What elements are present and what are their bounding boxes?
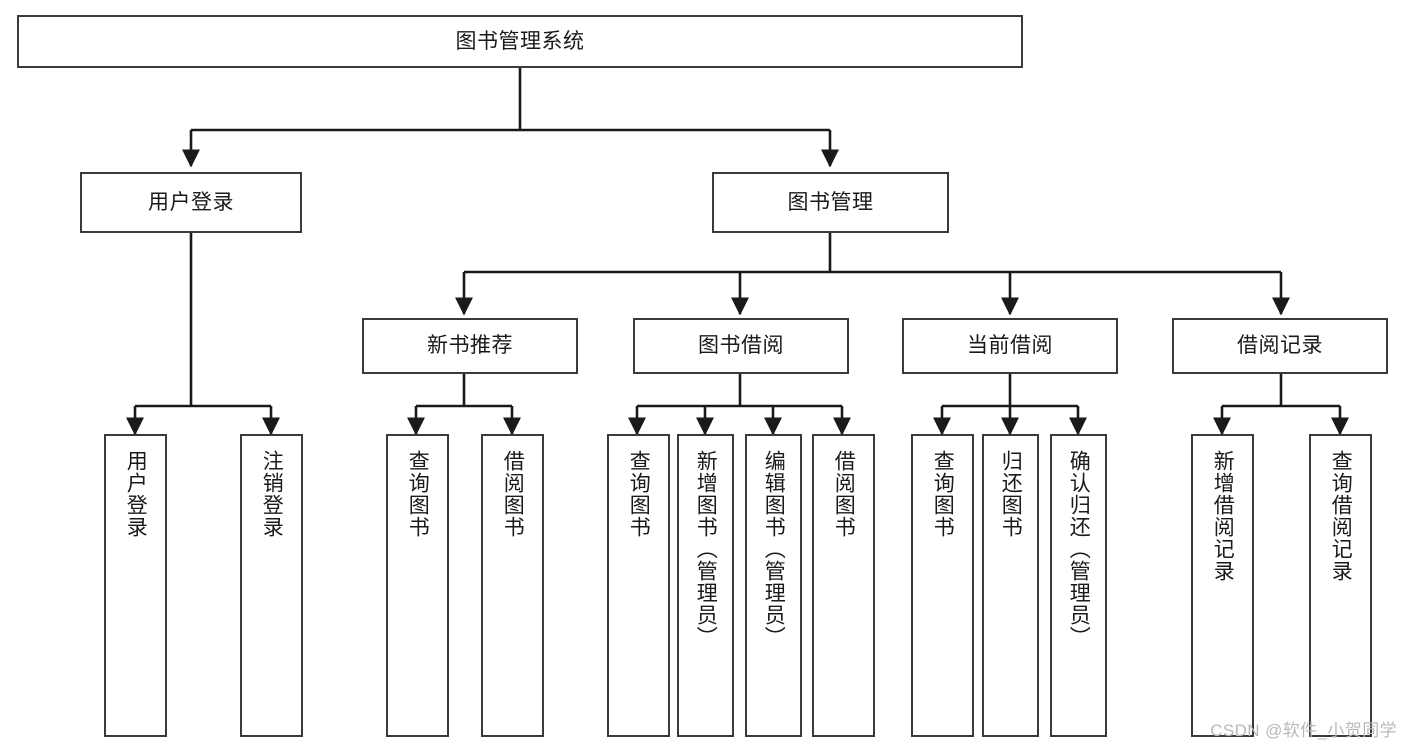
node-user-login-label: 用户登录 xyxy=(148,190,234,214)
node-leaf-edit-book[interactable]: 编辑图书（管理员） xyxy=(745,434,802,737)
node-root[interactable]: 图书管理系统 xyxy=(17,15,1023,68)
node-book-management[interactable]: 图书管理 xyxy=(712,172,949,233)
node-leaf-query-book-a[interactable]: 查询图书 xyxy=(386,434,449,737)
node-book-management-label: 图书管理 xyxy=(787,190,874,214)
node-leaf-add-record[interactable]: 新增借阅记录 xyxy=(1191,434,1254,737)
csdn-watermark: CSDN @软件_小贺同学 xyxy=(1210,721,1397,740)
node-leaf-add-record-label: 新增借阅记录 xyxy=(1211,450,1235,582)
node-leaf-borrow-book-a[interactable]: 借阅图书 xyxy=(481,434,544,737)
node-leaf-return-book-label: 归还图书 xyxy=(999,450,1023,538)
node-leaf-edit-book-label: 编辑图书（管理员） xyxy=(762,450,786,648)
node-leaf-user-login-label: 用户登录 xyxy=(124,450,148,538)
node-leaf-query-book-c[interactable]: 查询图书 xyxy=(911,434,974,737)
node-leaf-add-book[interactable]: 新增图书（管理员） xyxy=(677,434,734,737)
node-current-borrow-label: 当前借阅 xyxy=(967,334,1053,358)
node-leaf-logout-label: 注销登录 xyxy=(260,450,284,538)
node-borrow-record[interactable]: 借阅记录 xyxy=(1172,318,1388,374)
node-new-book-recommend[interactable]: 新书推荐 xyxy=(362,318,578,374)
node-leaf-borrow-book-b[interactable]: 借阅图书 xyxy=(812,434,875,737)
node-user-login[interactable]: 用户登录 xyxy=(80,172,302,233)
node-book-borrow-label: 图书借阅 xyxy=(698,334,784,358)
node-current-borrow[interactable]: 当前借阅 xyxy=(902,318,1118,374)
node-leaf-query-book-c-label: 查询图书 xyxy=(931,450,955,538)
node-leaf-confirm-return[interactable]: 确认归还（管理员） xyxy=(1050,434,1107,737)
node-leaf-confirm-return-label: 确认归还（管理员） xyxy=(1067,450,1091,648)
node-leaf-query-record[interactable]: 查询借阅记录 xyxy=(1309,434,1372,737)
node-leaf-logout[interactable]: 注销登录 xyxy=(240,434,303,737)
node-new-book-recommend-label: 新书推荐 xyxy=(427,334,513,358)
node-book-borrow[interactable]: 图书借阅 xyxy=(633,318,849,374)
node-leaf-query-book-b-label: 查询图书 xyxy=(627,450,651,538)
node-leaf-query-book-b[interactable]: 查询图书 xyxy=(607,434,670,737)
node-leaf-add-book-label: 新增图书（管理员） xyxy=(694,450,718,648)
node-borrow-record-label: 借阅记录 xyxy=(1237,334,1323,358)
node-leaf-query-book-a-label: 查询图书 xyxy=(406,450,430,538)
node-leaf-user-login[interactable]: 用户登录 xyxy=(104,434,167,737)
node-leaf-return-book[interactable]: 归还图书 xyxy=(982,434,1039,737)
node-leaf-query-record-label: 查询借阅记录 xyxy=(1329,450,1353,582)
node-root-label: 图书管理系统 xyxy=(455,29,585,53)
node-leaf-borrow-book-a-label: 借阅图书 xyxy=(501,450,525,538)
node-leaf-borrow-book-b-label: 借阅图书 xyxy=(832,450,856,538)
